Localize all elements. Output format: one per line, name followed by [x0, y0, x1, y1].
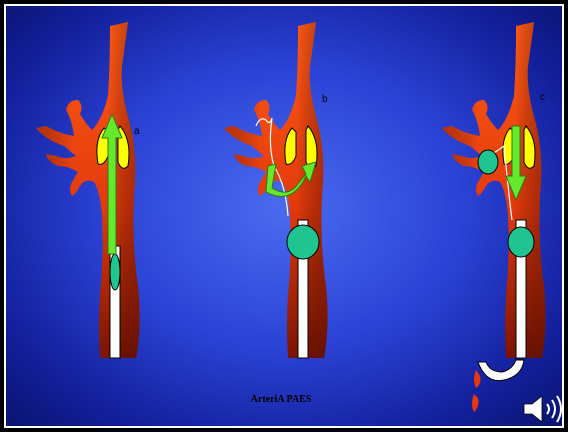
- balloon-deflated-a: [110, 254, 120, 290]
- blood-drop-1: [474, 370, 481, 388]
- balloon-inflated-c: [508, 227, 534, 257]
- panel-label-a: a: [134, 126, 140, 137]
- diagram: [6, 6, 564, 428]
- slide-caption: ArteriA PAES: [206, 394, 356, 405]
- panel-b: [224, 22, 328, 358]
- slide: a b c ArteriA PAES: [4, 4, 564, 428]
- panel-label-b: b: [322, 94, 328, 105]
- balloon-inflated-b: [287, 225, 319, 259]
- artery-c: [442, 22, 546, 358]
- syringe-suction: [478, 360, 524, 381]
- artery-a: [36, 22, 140, 358]
- balloon-occluder-c: [478, 150, 498, 174]
- blood-drop-2: [472, 394, 479, 412]
- speaker-icon[interactable]: [522, 392, 564, 426]
- panel-c: [442, 22, 546, 412]
- panel-a: [36, 22, 140, 358]
- panel-label-c: c: [540, 92, 545, 103]
